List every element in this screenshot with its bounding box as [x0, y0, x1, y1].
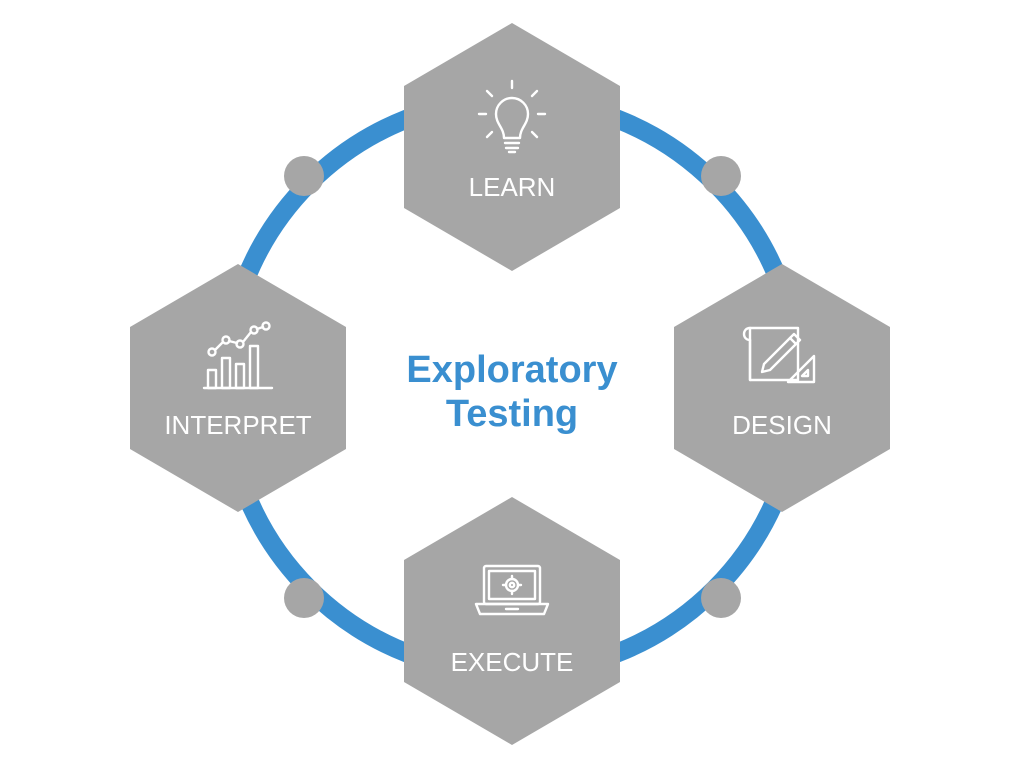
connector-dot-bottom-left [284, 578, 324, 618]
diagram-title-line2: Testing [446, 393, 578, 435]
connector-dot-top-right [701, 156, 741, 196]
execute-label: EXECUTE [451, 647, 574, 677]
design-label: DESIGN [732, 410, 832, 440]
stage-execute: EXECUTE [404, 497, 620, 745]
blueprint-pencil-icon [742, 326, 816, 384]
design-hexagon [674, 264, 890, 512]
connector-dot-top-left [284, 156, 324, 196]
connector-dot-bottom-right [701, 578, 741, 618]
lightbulb-icon [477, 79, 547, 154]
stage-interpret: INTERPRET [130, 264, 346, 512]
bar-line-chart-icon [202, 321, 274, 390]
stage-learn: LEARN [404, 23, 620, 271]
interpret-label: INTERPRET [164, 410, 311, 440]
laptop-gear-icon [474, 564, 550, 616]
execute-hexagon [404, 497, 620, 745]
diagram-title-line1: Exploratory [406, 349, 617, 391]
learn-label: LEARN [469, 172, 556, 202]
stage-design: DESIGN [674, 264, 890, 512]
